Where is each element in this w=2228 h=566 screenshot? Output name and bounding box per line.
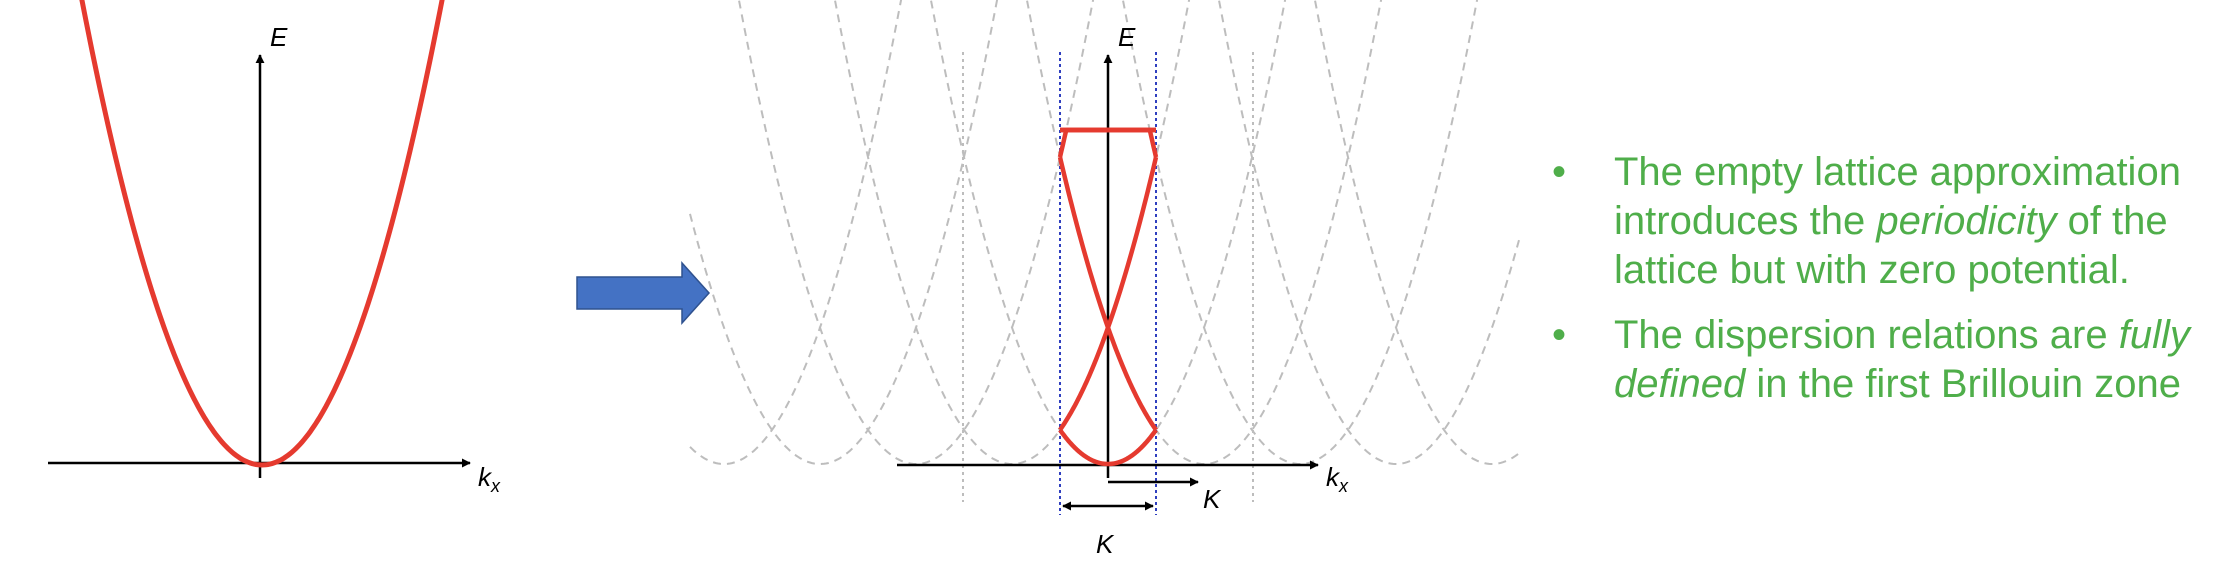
shifted-parabola [737, 0, 1095, 465]
folded-bands [1057, 127, 1159, 467]
left-x-axis-label: k [478, 462, 493, 492]
right-y-axis-label: E [1118, 22, 1136, 52]
bullet-text: of the lattice but with zero potential. [1614, 199, 2168, 292]
shifted-parabola [689, 0, 999, 466]
folded-band [1057, 156, 1158, 432]
bullet-brillouin-zone: • The dispersion relations are fully def… [1548, 311, 2223, 409]
folded-band [1058, 428, 1158, 467]
bullet-text: The dispersion relations are [1614, 313, 2119, 357]
bullet-marker: • [1552, 150, 1567, 194]
bullet-text: The empty lattice approximation introduc… [1614, 150, 2181, 243]
zone-lines [962, 52, 1254, 515]
zone-width-label: K [1096, 529, 1115, 559]
bullet-periodicity: • The empty lattice approximation introd… [1548, 148, 2223, 295]
reciprocal-vector-label: K [1203, 484, 1222, 514]
bullet-text: in the first Brillouin zone [1745, 362, 2181, 406]
bullet-marker: • [1552, 313, 1567, 357]
right-x-axis-subscript: x [1338, 476, 1349, 496]
left-y-axis-label: E [270, 22, 288, 52]
bullet-emphasis: fully defined [1614, 313, 2190, 406]
explanation-bullets: • The empty lattice approximation introd… [1548, 148, 2223, 425]
left-x-axis-subscript: x [490, 476, 501, 496]
free-electron-parabola [79, 0, 445, 468]
shifted-parabola [833, 0, 1191, 465]
shifted-parabola [1025, 0, 1383, 465]
reduced-zone-plot: E k x K K [689, 0, 1520, 559]
shifted-parabola [1121, 0, 1479, 465]
shifted-parabola [1313, 0, 1520, 465]
transform-arrow [576, 261, 711, 325]
shifted-parabolas [689, 0, 1520, 466]
right-x-axis-label: k [1326, 462, 1341, 492]
shifted-parabola [689, 0, 903, 466]
shifted-parabola [1217, 0, 1520, 465]
free-electron-plot: E k x [48, 0, 501, 496]
bullet-emphasis: periodicity [1876, 199, 2057, 243]
